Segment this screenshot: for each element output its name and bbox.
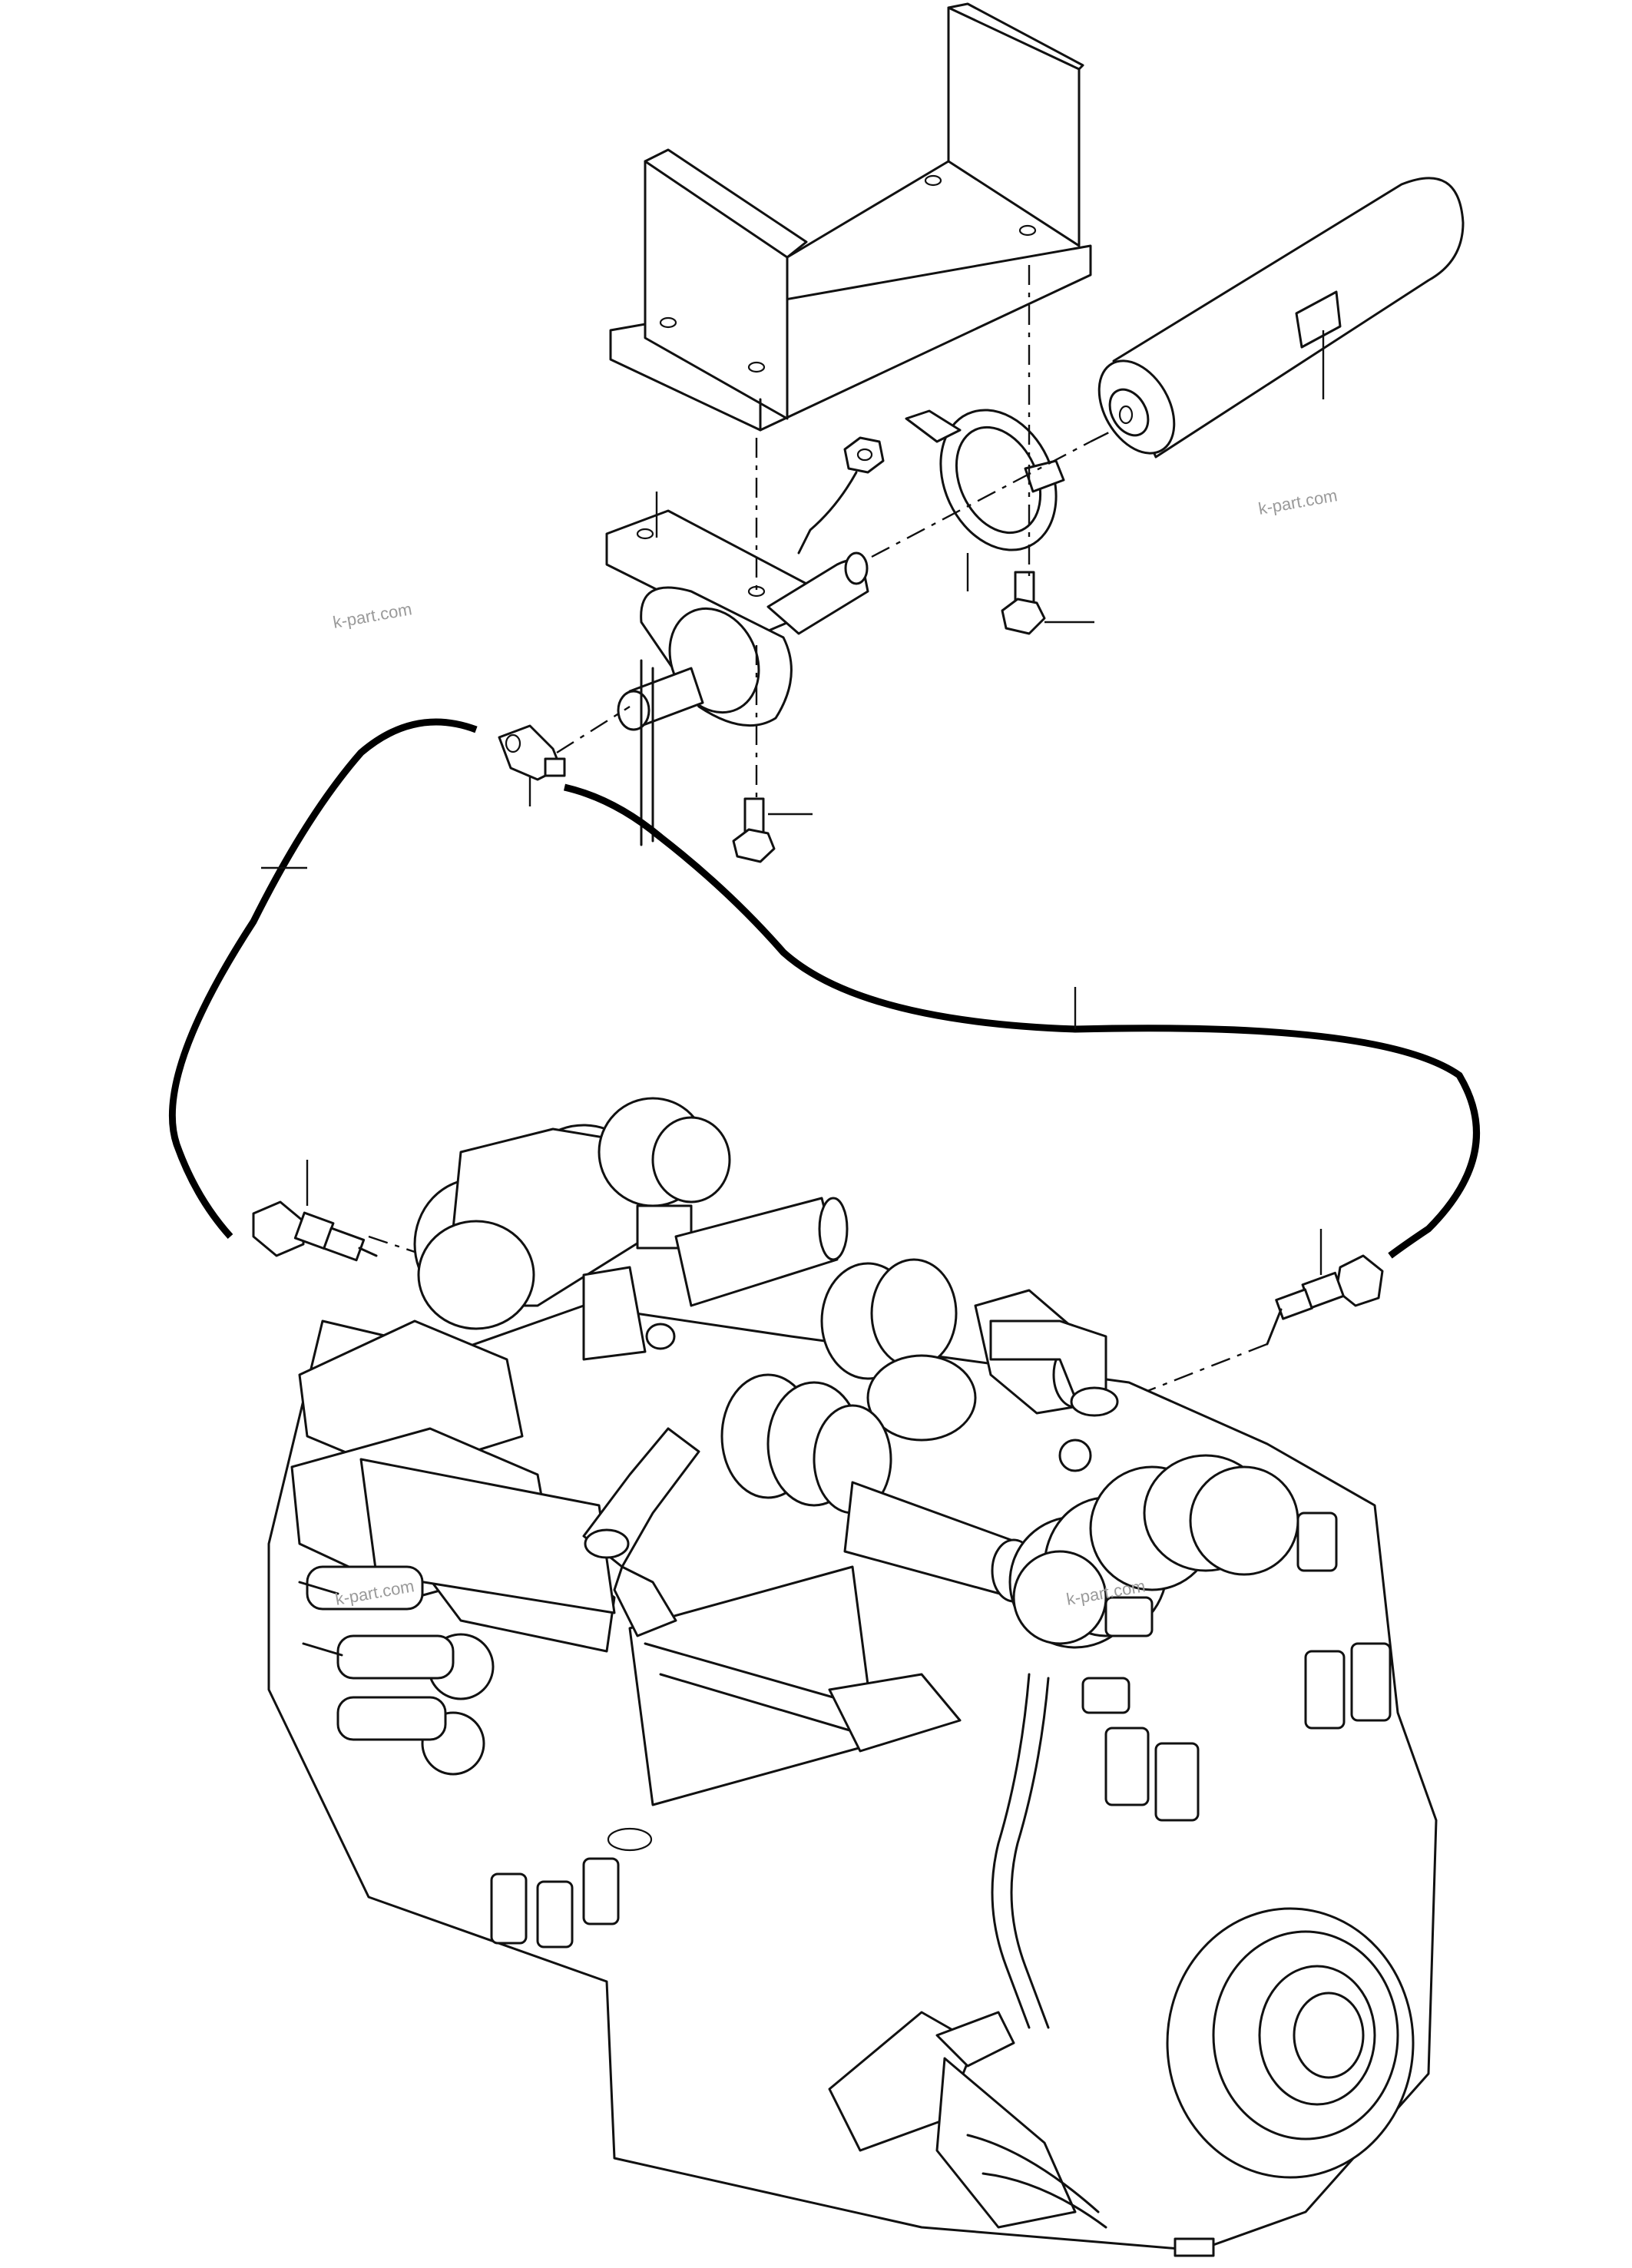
mounting-bracket bbox=[609, 2, 1092, 432]
tee-fitting bbox=[498, 724, 566, 806]
watermark-top-right: k-part.com bbox=[1257, 485, 1339, 518]
cylinder-canister bbox=[1097, 177, 1465, 459]
hex-nut bbox=[797, 436, 885, 555]
valve-assembly bbox=[605, 492, 869, 846]
watermark-top-left: k-part.com bbox=[332, 599, 414, 632]
bolt-lower bbox=[732, 797, 813, 863]
bolt-right bbox=[1001, 571, 1094, 635]
hoses bbox=[168, 718, 1480, 1259]
clamp-band bbox=[905, 409, 1065, 591]
sensor-left bbox=[252, 1160, 378, 1262]
engine-block bbox=[267, 1097, 1438, 2257]
sensor-right bbox=[1266, 1229, 1384, 1346]
